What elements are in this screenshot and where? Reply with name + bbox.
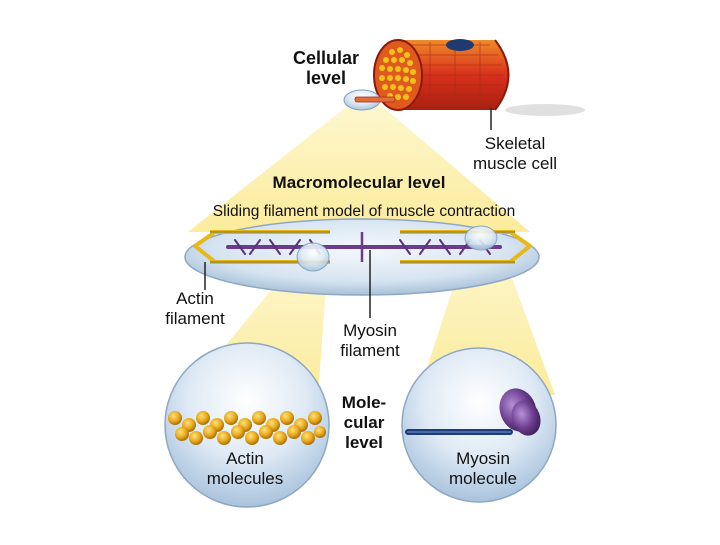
label-molecular-level-3: level [345, 433, 383, 452]
label-actin-molecules-2: molecules [207, 469, 284, 488]
label-myosin-molecule-1: Myosin [456, 449, 510, 468]
label-myosin-molecule-2: molecule [449, 469, 517, 488]
muscle-cell-illustration [373, 39, 585, 116]
label-cellular-level-1: Cellular [293, 48, 359, 68]
sarcomere-illustration [184, 218, 540, 296]
myosin-head-illustration [401, 347, 557, 503]
label-myosin-filament-2: filament [340, 341, 400, 360]
label-actin-filament-1: Actin [176, 289, 214, 308]
label-molecular-level-2: cular [344, 413, 385, 432]
label-skeletal-1: Skeletal [485, 134, 545, 153]
label-cellular-level-2: level [306, 68, 346, 88]
label-actin-molecules-1: Actin [226, 449, 264, 468]
label-macromolecular-level: Macromolecular level [273, 173, 446, 192]
label-sliding-filament: Sliding filament model of muscle contrac… [213, 203, 515, 220]
actin-beads-illustration [164, 342, 330, 508]
label-actin-filament-2: filament [165, 309, 225, 328]
label-myosin-filament-1: Myosin [343, 321, 397, 340]
label-molecular-level-1: Mole- [342, 393, 386, 412]
label-skeletal-2: muscle cell [473, 154, 557, 173]
cellular-beam [188, 100, 530, 232]
